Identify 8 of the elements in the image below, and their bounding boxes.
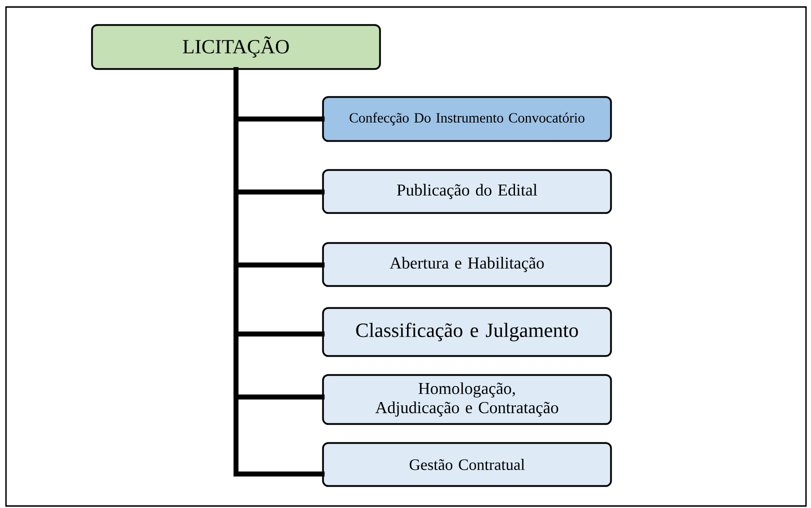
step-box: Classificação e Julgamento: [322, 307, 612, 357]
title-box: LICITAÇÃO: [91, 24, 381, 70]
step-box: Confecção Do Instrumento Convocatório: [322, 96, 612, 142]
step-box: Gestão Contratual: [322, 442, 612, 487]
step-box: Publicação do Edital: [322, 169, 612, 214]
step-box: Homologação, Adjudicação e Contratação: [322, 374, 612, 425]
step-box: Abertura e Habilitação: [322, 242, 612, 287]
connector-line: [234, 67, 325, 476]
